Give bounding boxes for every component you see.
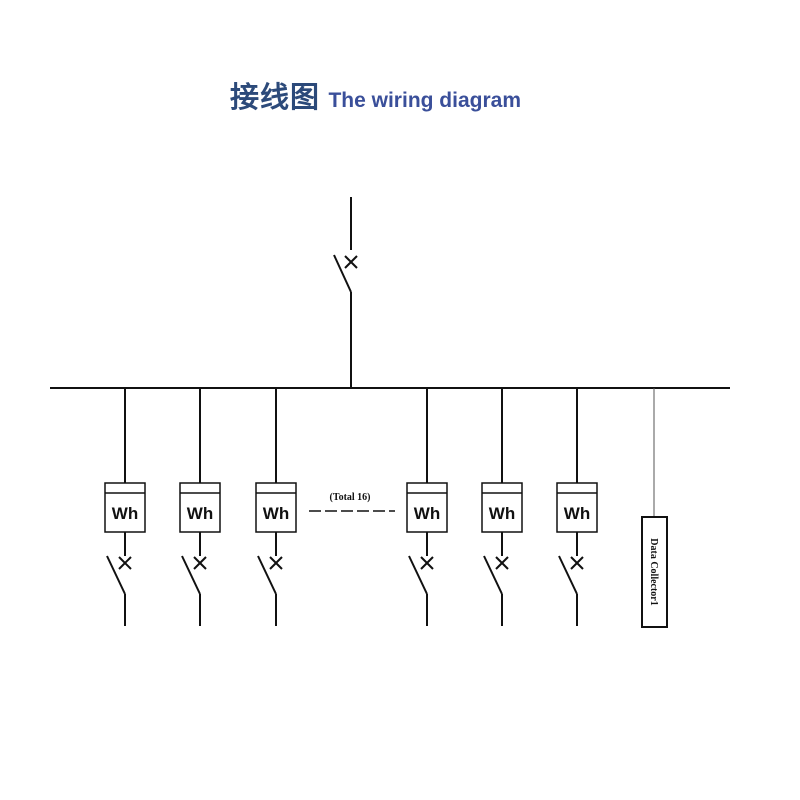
branch-circuit: Wh	[255, 388, 297, 626]
branch-breaker	[408, 532, 434, 626]
meter-label: Wh	[187, 504, 213, 523]
energy-meter: Wh	[255, 482, 297, 533]
title-chinese: 接线图	[230, 80, 321, 114]
meter-label: Wh	[112, 504, 138, 523]
branch-breaker	[257, 532, 283, 626]
branch-circuit: Wh	[104, 388, 146, 626]
meter-label: Wh	[489, 504, 515, 523]
meter-label: Wh	[564, 504, 590, 523]
diagram-title: 接线图 The wiring diagram	[230, 74, 521, 116]
main-breaker	[333, 197, 358, 388]
meter-label: Wh	[263, 504, 289, 523]
total-connector: (Total 16)	[309, 492, 395, 512]
energy-meter: Wh	[179, 482, 221, 533]
branch-circuit: Wh	[179, 388, 221, 626]
branch-circuit: Wh	[406, 388, 448, 626]
energy-meter: Wh	[406, 482, 448, 533]
meter-label: Wh	[414, 504, 440, 523]
energy-meter: Wh	[481, 482, 523, 533]
title-english: The wiring diagram	[328, 89, 521, 112]
energy-meter: Wh	[556, 482, 598, 533]
branch-breaker	[181, 532, 207, 626]
branch-breaker	[483, 532, 509, 626]
total-label: (Total 16)	[329, 492, 370, 503]
branch-circuit: Wh	[481, 388, 523, 626]
branch-circuit: Wh	[556, 388, 598, 626]
branch-breaker	[106, 532, 132, 626]
collector-label: Data Collector1	[648, 538, 659, 605]
data-collector: Data Collector1	[641, 388, 668, 628]
energy-meter: Wh	[104, 482, 146, 533]
branch-breaker	[558, 532, 584, 626]
